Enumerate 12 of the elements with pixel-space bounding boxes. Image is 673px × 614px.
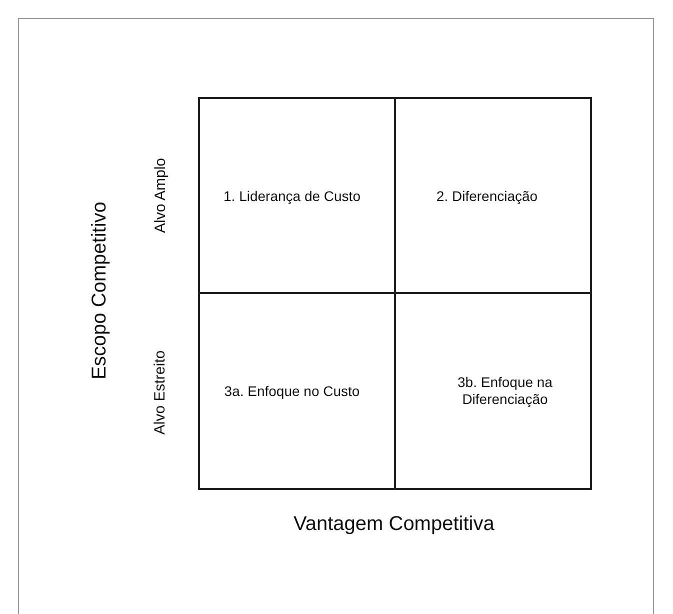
cell-label: 1. Liderança de Custo: [224, 188, 360, 205]
matrix-cell: [394, 292, 592, 490]
cell-label: 3a. Enfoque no Custo: [224, 382, 360, 400]
matrix-cell: [198, 292, 396, 490]
cell-label: 3b. Enfoque na Diferenciação: [456, 374, 554, 408]
row-label: Alvo Amplo: [152, 157, 169, 233]
axis-title: Escopo Competitivo: [88, 201, 112, 379]
axis-title: Vantagem Competitiva: [294, 512, 494, 536]
matrix-cell: [394, 97, 592, 294]
row-label: Alvo Estreito: [152, 350, 169, 434]
cell-label: 2. Diferenciação: [436, 188, 538, 205]
matrix-cell: [198, 97, 396, 294]
